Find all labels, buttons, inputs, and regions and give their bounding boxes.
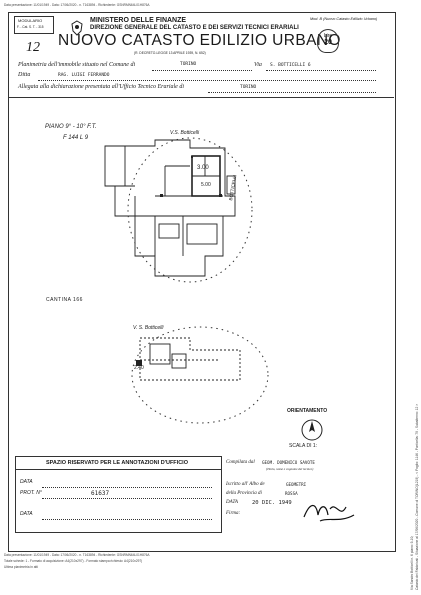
- modulario-code: F. - Cat. S. T. - 315: [17, 25, 44, 29]
- form-ditta-label: Ditta: [18, 72, 31, 78]
- document-title: NUOVO CATASTO EDILIZIO URBANO: [58, 32, 341, 49]
- plan-dotted-circle-lower: [131, 326, 269, 424]
- modulario-box: MODULARIO F. - Cat. S. T. - 315: [14, 16, 54, 34]
- office-data-label-2: DATA: [20, 511, 33, 517]
- scale-label: SCALA DI 1:: [289, 443, 318, 449]
- compilata-label: Compilata dal: [226, 460, 255, 465]
- bottom-metadata-line-1: Data presentazione: 11/01/1949 - Data: 1…: [4, 553, 150, 557]
- north-arrow-icon: [301, 419, 323, 441]
- plan-street-bottom: V. S. Botticelli: [133, 325, 164, 331]
- handwritten-signature: [303, 504, 355, 522]
- document-frame: [8, 12, 396, 552]
- form-via-label: Via: [254, 62, 262, 68]
- form-allegata-value: TORINO: [240, 85, 257, 90]
- plan-dim-2: 5.00: [201, 182, 211, 188]
- decree-note: (R. DECRETO-LEGGE 13 APRILE 1939, N. 652…: [134, 51, 206, 55]
- orientation-label: ORIENTAMENTO: [287, 408, 328, 414]
- form-line1-label: Planimetria dell'immobile situato nel Co…: [18, 62, 136, 68]
- compilata-value: GEOM. DOMENICO SAVOTE: [262, 460, 315, 465]
- form-via-rule: [266, 70, 376, 71]
- plan-street-top: V.S. Botticelli: [170, 130, 200, 136]
- office-data-label: DATA: [20, 479, 33, 485]
- iscritto-label: Iscritto all' Albo de: [226, 482, 265, 487]
- floor-plan-upper: [104, 139, 236, 277]
- office-prot-label: PROT. N°: [20, 490, 42, 496]
- form-comune-value: TORINO: [180, 62, 197, 67]
- signature-data-value: 20 DIC. 1949: [252, 500, 292, 506]
- plan-dim-1: 3.00: [197, 165, 209, 171]
- bottom-metadata-line-3: Ultima planimetria in atti: [4, 565, 39, 569]
- plan-cantina-label: CANTINA 166: [46, 297, 83, 303]
- form-line1-rule: [152, 70, 252, 71]
- office-prot-rule: [42, 498, 212, 499]
- plan-floor-label: PIANO 9° - 10° F.T.: [45, 124, 97, 130]
- form-allegata-label: Allegata alla dichiarazione presentata a…: [18, 84, 184, 90]
- provincia-label: della Provincia di: [226, 491, 262, 496]
- top-metadata-line: Data presentazione: 11/01/1949 - Data: 1…: [4, 3, 150, 7]
- modulario-label: MODULARIO: [18, 18, 43, 23]
- office-prot-value: 61637: [91, 490, 110, 497]
- model-label: Mod. B (Nuovo Catasto Edilizio Urbano): [310, 17, 378, 21]
- sheet-number: 12: [26, 40, 40, 55]
- compilata-sub: (Titolo, nome e cognome del tecnico): [266, 467, 314, 471]
- right-metadata-strip-2: Via Sandro Botticelli n. 6 piano: 9-10;: [410, 535, 414, 590]
- bottom-metadata-line-2: Totale schede: 1 - Formato di acquisizio…: [4, 559, 143, 563]
- ministry-name: MINISTERO DELLE FINANZE: [90, 17, 187, 24]
- form-ditta-value: RAG. LUIGI FERRANDO: [58, 73, 110, 78]
- plan-foglio-label: F 144 L 9: [63, 135, 89, 141]
- right-metadata-strip: Catasto dei Fabbricati - Situazione al 1…: [415, 403, 419, 590]
- price-value: 20: [324, 39, 332, 46]
- office-box-rule: [16, 469, 221, 470]
- office-data-rule: [42, 487, 212, 488]
- office-box-title: SPAZIO RISERVATO PER LE ANNOTAZIONI D'UF…: [46, 460, 188, 466]
- direction-name: DIREZIONE GENERALE DEL CATASTO E DEI SER…: [90, 25, 299, 31]
- header-separator: [8, 97, 394, 98]
- floor-plan-lower: [136, 337, 241, 381]
- form-allegata-rule: [208, 92, 376, 93]
- firma-label: Firma:: [226, 511, 241, 516]
- ministry-emblem-icon: [71, 20, 83, 36]
- price-label: Lire: [323, 33, 333, 39]
- signature-data-label: DATA: [226, 500, 238, 505]
- office-annotation-box: SPAZIO RISERVATO PER LE ANNOTAZIONI D'UF…: [15, 456, 222, 533]
- provincia-value: ROSSA: [285, 491, 298, 496]
- iscritto-value: GEOMETRI: [286, 482, 307, 487]
- office-data2-rule: [42, 519, 212, 520]
- form-via-value: S. BOTTICELLI 6: [270, 63, 311, 68]
- plan-dim-3: 2.40: [134, 365, 144, 371]
- price-badge: Lire 20: [317, 29, 339, 53]
- plan-dotted-circle-upper: [127, 137, 253, 283]
- form-ditta-rule: [38, 80, 376, 81]
